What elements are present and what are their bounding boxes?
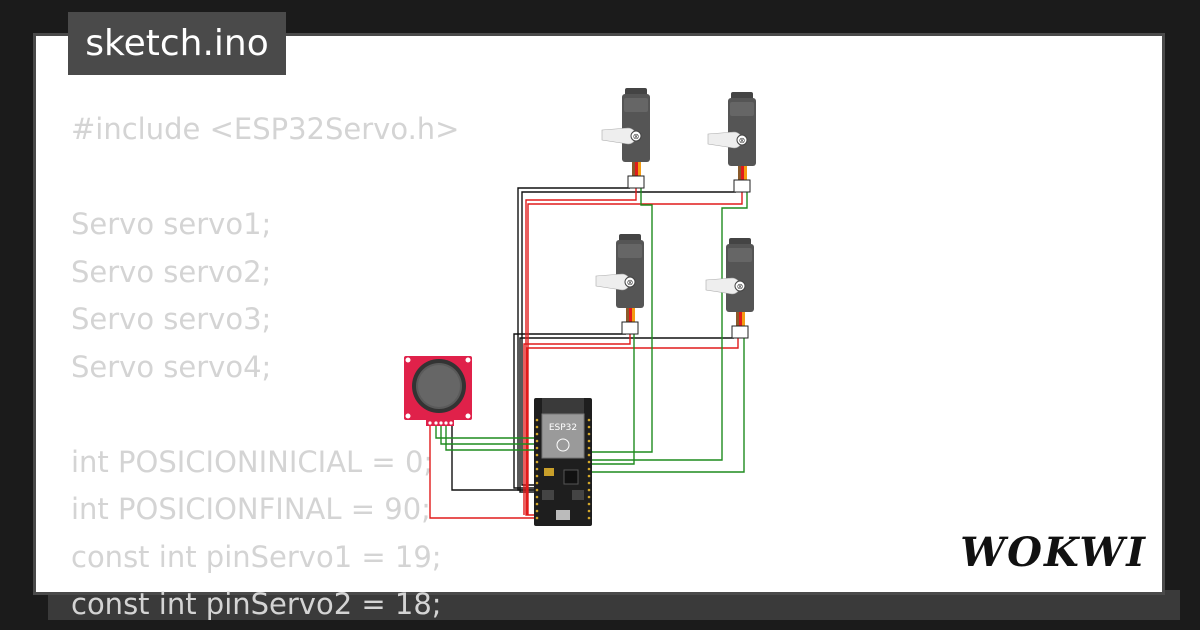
- svg-text:⊗: ⊗: [739, 136, 746, 145]
- card-shadow: [48, 590, 1180, 620]
- svg-text:⊗: ⊗: [737, 282, 744, 291]
- code-line: Servo servo2;: [71, 254, 272, 289]
- signal-wire: [445, 425, 534, 451]
- esp32-chip-label: ESP32: [549, 423, 577, 433]
- analog-joystick: [404, 356, 472, 426]
- esp32-board: ESP32: [534, 398, 592, 526]
- code-line: int POSICIONINICIAL = 0;: [71, 444, 434, 479]
- code-line: const int pinServo1 = 19;: [71, 539, 442, 574]
- code-line: Servo servo4;: [71, 349, 272, 384]
- project-preview-card: #include <ESP32Servo.h> Servo servo1; Ser…: [33, 33, 1165, 621]
- servo-motor: ⊗: [595, 234, 644, 335]
- vcc-wire: [526, 338, 739, 515]
- servo-motor: ⊗: [707, 92, 756, 193]
- signal-wire: [440, 425, 534, 445]
- signal-wire: [592, 188, 653, 453]
- vcc-wire: [523, 334, 631, 515]
- signal-wire: [592, 192, 748, 461]
- vcc-wire: [429, 425, 534, 519]
- gnd-wire: [451, 425, 534, 491]
- svg-text:⊗: ⊗: [633, 132, 640, 141]
- code-line: const int pinServo2 = 18;: [71, 587, 442, 621]
- code-line: Servo servo3;: [71, 302, 272, 336]
- code-preview: #include <ESP32Servo.h> Servo servo1; Ser…: [71, 106, 459, 629]
- wokwi-logo: WOKWI: [960, 529, 1147, 576]
- signal-wire: [592, 338, 745, 473]
- servo-motor: ⊗: [705, 238, 754, 339]
- file-tab: sketch.ino: [68, 12, 286, 75]
- code-line: #include <ESP32Servo.h>: [71, 112, 460, 146]
- servo-motor: ⊗: [601, 88, 650, 189]
- signal-wire: [592, 334, 635, 465]
- code-line: Servo servo1;: [71, 207, 272, 241]
- svg-text:⊗: ⊗: [627, 278, 634, 287]
- signal-wire: [435, 425, 534, 439]
- wires: [429, 187, 748, 519]
- vcc-wire: [527, 192, 743, 515]
- code-line: int POSICIONFINAL = 90;: [71, 492, 431, 526]
